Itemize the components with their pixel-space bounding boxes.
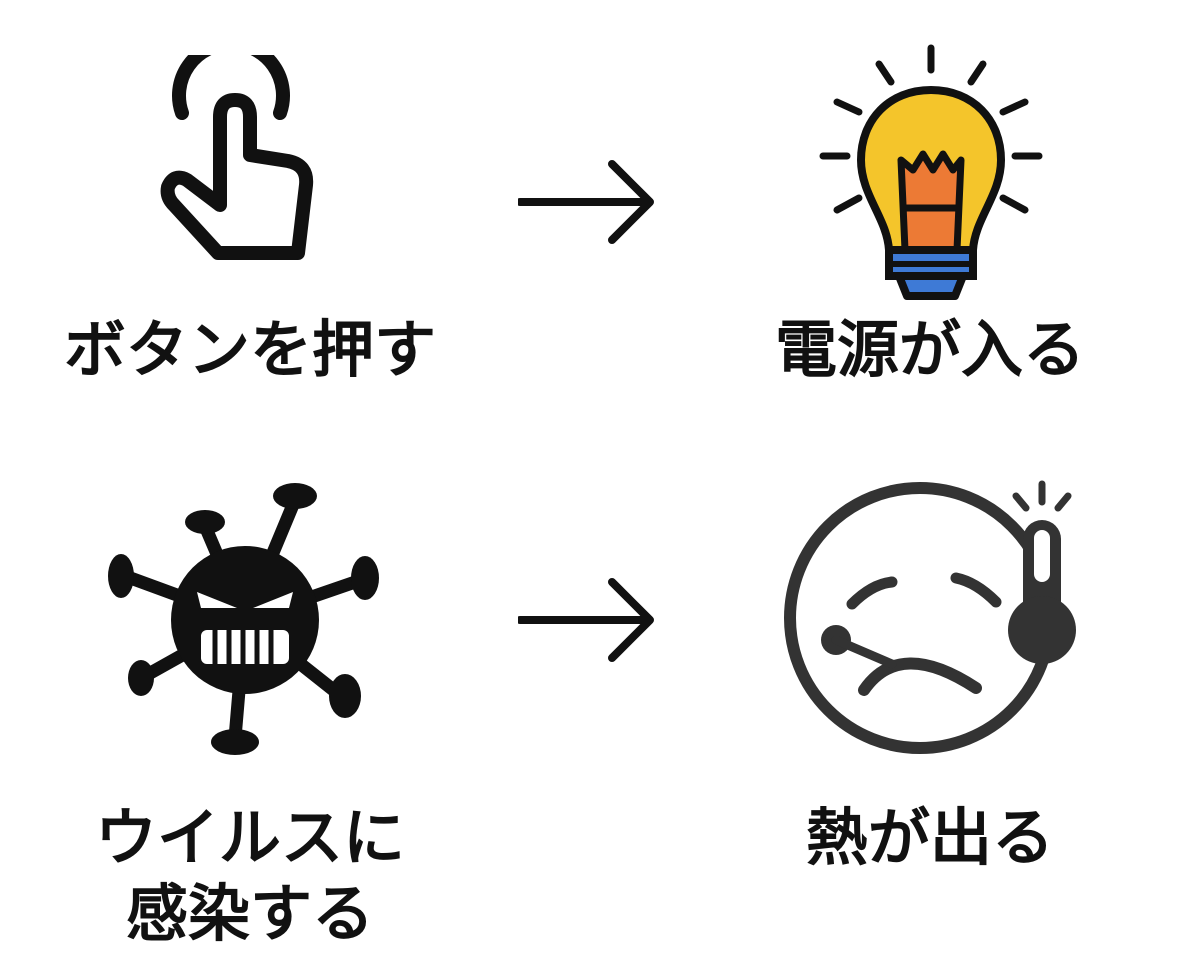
row-1-cause-icon [160,55,330,270]
label-line: ボタンを押す [63,313,436,386]
row-1-arrow [518,160,658,244]
label-line: 熱が出る [805,801,1054,874]
row-1-effect-icon [815,40,1047,302]
row-1-cause-label: ボタンを押す [30,312,470,388]
row-2-effect-label: 熱が出る [720,800,1140,876]
right-arrow-icon [518,578,654,662]
light-bulb-icon [819,44,1043,300]
row-1-effect-label: 電源が入る [720,312,1140,388]
sick-face-thermometer-icon [784,480,1076,754]
virus-icon [108,483,379,755]
row-2-cause-label: ウイルスに 感染する [30,800,470,951]
pointing-finger-tap-icon [160,55,314,260]
label-line: 電源が入る [774,313,1085,386]
row-2-arrow [518,578,658,662]
label-line: 感染する [125,876,374,950]
row-2-effect-icon [780,478,1090,758]
right-arrow-icon [518,160,654,244]
row-2-cause-icon [105,480,395,760]
label-line: ウイルスに [94,801,405,874]
